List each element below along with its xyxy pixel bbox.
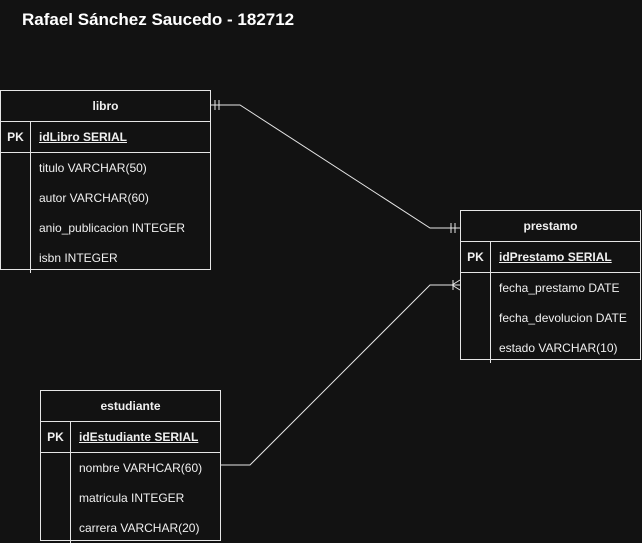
- entity-estudiante-pk-row[interactable]: PK idEstudiante SERIAL: [41, 422, 220, 453]
- attribute-text: fecha_devolucion DATE: [499, 311, 627, 325]
- attribute-row[interactable]: matricula INTEGER: [41, 483, 220, 513]
- attribute-text: carrera VARCHAR(20): [79, 521, 200, 535]
- attribute-text: autor VARCHAR(60): [39, 191, 149, 205]
- relationship-estudiante-prestamo[interactable]: [221, 279, 461, 466]
- attribute-text: titulo VARCHAR(50): [39, 161, 147, 175]
- entity-libro-header[interactable]: libro: [1, 91, 210, 122]
- entity-prestamo-attributes: fecha_prestamo DATE fecha_devolucion DAT…: [461, 273, 640, 363]
- attribute-text: isbn INTEGER: [39, 251, 118, 265]
- attribute-row[interactable]: carrera VARCHAR(20): [41, 513, 220, 543]
- entity-libro-attributes: titulo VARCHAR(50) autor VARCHAR(60) ani…: [1, 153, 210, 273]
- pk-label: PK: [41, 422, 71, 452]
- pk-label: PK: [1, 122, 31, 152]
- attribute-row[interactable]: fecha_devolucion DATE: [461, 303, 640, 333]
- primary-key-attribute: idPrestamo SERIAL: [499, 250, 612, 264]
- attribute-text: matricula INTEGER: [79, 491, 185, 505]
- attribute-row[interactable]: titulo VARCHAR(50): [1, 153, 210, 183]
- entity-estudiante-header[interactable]: estudiante: [41, 391, 220, 422]
- attribute-text: nombre VARHCAR(60): [79, 461, 203, 475]
- entity-estudiante[interactable]: estudiante PK idEstudiante SERIAL nombre…: [40, 390, 221, 543]
- primary-key-attribute: idLibro SERIAL: [39, 130, 127, 144]
- entity-prestamo[interactable]: prestamo PK idPrestamo SERIAL fecha_pres…: [460, 210, 641, 363]
- entity-prestamo-pk-row[interactable]: PK idPrestamo SERIAL: [461, 242, 640, 273]
- entity-libro-pk-row[interactable]: PK idLibro SERIAL: [1, 122, 210, 153]
- attribute-text: estado VARCHAR(10): [499, 341, 618, 355]
- attribute-row[interactable]: isbn INTEGER: [1, 243, 210, 273]
- attribute-row[interactable]: autor VARCHAR(60): [1, 183, 210, 213]
- entity-prestamo-header[interactable]: prestamo: [461, 211, 640, 242]
- entity-libro[interactable]: libro PK idLibro SERIAL titulo VARCHAR(5…: [0, 90, 211, 273]
- attribute-row[interactable]: fecha_prestamo DATE: [461, 273, 640, 303]
- attribute-row[interactable]: nombre VARHCAR(60): [41, 453, 220, 483]
- crow-foot-marker: [451, 279, 461, 286]
- relationship-line[interactable]: [211, 104, 460, 229]
- pk-label: PK: [461, 242, 491, 272]
- attribute-text: anio_publicacion INTEGER: [39, 221, 186, 235]
- entity-estudiante-attributes: nombre VARHCAR(60) matricula INTEGER car…: [41, 453, 220, 543]
- primary-key-attribute: idEstudiante SERIAL: [79, 430, 199, 444]
- crow-foot-marker: [451, 284, 461, 291]
- attribute-text: fecha_prestamo DATE: [499, 281, 620, 295]
- relationship-libro-prestamo[interactable]: [211, 100, 460, 233]
- relationship-line[interactable]: [221, 284, 460, 466]
- attribute-row[interactable]: estado VARCHAR(10): [461, 333, 640, 363]
- attribute-row[interactable]: anio_publicacion INTEGER: [1, 213, 210, 243]
- diagram-title: Rafael Sánchez Saucedo - 182712: [22, 10, 295, 29]
